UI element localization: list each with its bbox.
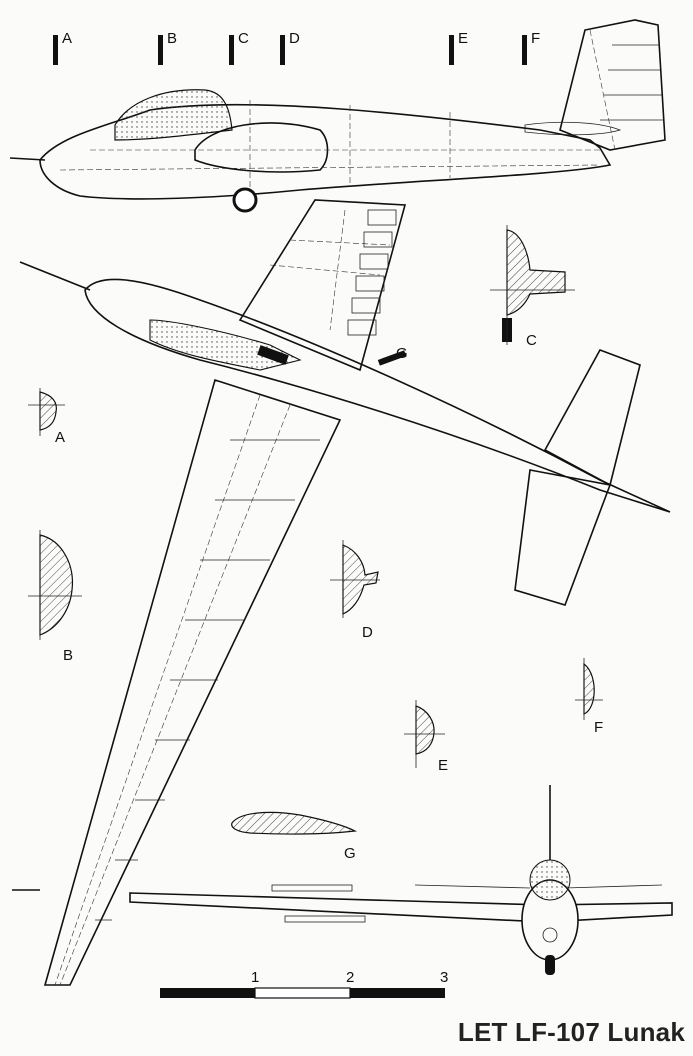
side-view [9, 19, 666, 213]
section-d: D [330, 540, 380, 641]
front-canopy [529, 859, 571, 901]
airbrake-upper [271, 884, 353, 892]
marker-a: A [62, 30, 72, 47]
marker-f: F [531, 30, 540, 47]
side-tailplane [524, 121, 622, 136]
marker-bar-c [229, 35, 234, 65]
section-g-airfoil: G [231, 811, 358, 862]
side-wing-root [194, 122, 329, 173]
section-c-label: C [526, 332, 537, 349]
scale-tick-1: 1 [251, 969, 259, 986]
section-g-label: G [344, 845, 356, 862]
landing-wheel [232, 187, 258, 213]
marker-bar-d [280, 35, 285, 65]
side-canopy [114, 89, 233, 141]
airbrake-lower [284, 915, 366, 923]
marker-bar-f [522, 35, 527, 65]
front-left-wing [129, 892, 546, 923]
section-f-label: F [594, 719, 603, 736]
section-a: A [28, 388, 65, 446]
marker-d: D [289, 30, 300, 47]
section-f: F [575, 658, 603, 736]
scale-tick-3: 3 [440, 969, 448, 986]
plan-canopy-detail [257, 345, 289, 365]
section-markers: A B C D E F [53, 30, 540, 65]
plan-nose-boom [19, 261, 91, 291]
front-tailplane-right [564, 884, 663, 889]
section-b-label: B [63, 647, 73, 664]
upper-wing-ribs [347, 209, 397, 336]
scale-tick-2: 2 [346, 969, 354, 986]
plan-stabilizer-lower [514, 469, 612, 606]
section-a-label: A [55, 429, 65, 446]
scale-segment-3 [350, 988, 445, 998]
scale-bar: 1 2 3 [160, 969, 448, 999]
plan-canopy [149, 319, 302, 371]
section-e: E [404, 700, 448, 774]
marker-bar-a [53, 35, 58, 65]
section-g-marker [377, 350, 407, 366]
plan-view [19, 199, 671, 986]
drawing-title: LET LF-107 Lunak [457, 1017, 685, 1047]
section-b: B [28, 530, 82, 664]
section-d-label: D [362, 624, 373, 641]
lower-wing-ribs [95, 439, 320, 921]
wing-section-g-label: G [396, 345, 408, 362]
front-view [12, 785, 673, 975]
section-c: C [490, 225, 575, 349]
section-e-label: E [438, 757, 448, 774]
plan-fuselage [84, 278, 671, 513]
plan-lower-wing [43, 378, 342, 986]
front-tailplane-left [414, 884, 531, 889]
side-fin [559, 19, 666, 151]
marker-b: B [167, 30, 177, 47]
marker-bar-e [449, 35, 454, 65]
marker-c: C [238, 30, 249, 47]
scale-segment-2 [254, 987, 351, 999]
side-nose-boom [9, 157, 46, 161]
front-wheel [545, 955, 555, 975]
marker-bar-b [158, 35, 163, 65]
scale-segment-1 [160, 988, 255, 998]
plan-stabilizer-upper [543, 349, 641, 487]
marker-e: E [458, 30, 468, 47]
